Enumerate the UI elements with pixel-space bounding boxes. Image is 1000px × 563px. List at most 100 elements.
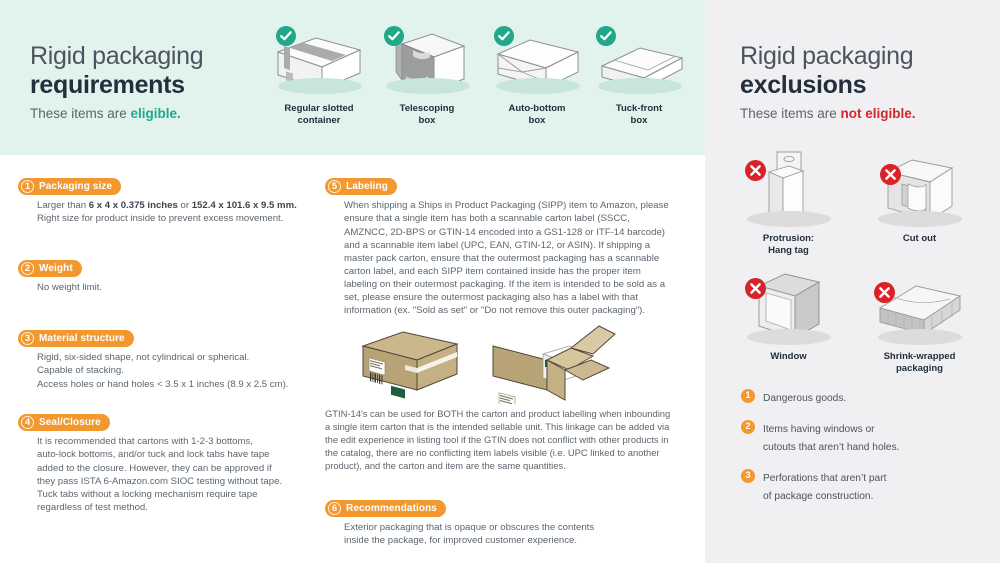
exclusions-subtitle: These items are not eligible. bbox=[740, 106, 980, 121]
requirement-item-6: 6 Recommendations Exterior packaging tha… bbox=[325, 498, 690, 548]
exclusion-shrink-wrapped-packaging: Shrink-wrapped packaging bbox=[854, 268, 985, 374]
check-circle-icon bbox=[494, 26, 514, 46]
requirement-item-1: 1 Packaging size Larger than 6 x 4 x 0.3… bbox=[18, 176, 323, 226]
requirement-body-1: Larger than 6 x 4 x 0.375 inches or 152.… bbox=[37, 200, 297, 225]
exclusions-subtitle-prefix: These items are bbox=[740, 105, 841, 121]
requirements-title-block: Rigid packaging requirements These items… bbox=[30, 42, 270, 121]
requirement-item-3: 3 Material structure Rigid, six-sided sh… bbox=[18, 328, 323, 391]
exclusion-window: Window bbox=[723, 268, 854, 363]
x-circle-icon bbox=[874, 282, 895, 303]
caption-line1: Regular slotted bbox=[284, 103, 354, 114]
requirement-item-5: 5 Labeling When shipping a Ships in Prod… bbox=[325, 176, 690, 318]
list-text: Items having windows or cutouts that are… bbox=[763, 424, 900, 453]
requirements-title-line2: requirements bbox=[30, 71, 185, 99]
list-text: Perforations that aren’t part of package… bbox=[763, 473, 886, 502]
window-illustration bbox=[723, 268, 854, 353]
shrink-wrapped-illustration bbox=[854, 268, 985, 353]
auto-bottom-box-illustration bbox=[482, 22, 592, 100]
list-line2: of package construction. bbox=[763, 491, 874, 502]
caption-line2: container bbox=[297, 114, 341, 126]
caption-line1: Cut out bbox=[902, 233, 937, 244]
badge-label: Weight bbox=[39, 263, 73, 275]
badge-label: Material structure bbox=[39, 333, 125, 345]
requirement-body-4: It is recommended that cartons with 1-2-… bbox=[37, 436, 283, 513]
list-number: 1 bbox=[741, 389, 755, 403]
tuck-front-box-illustration bbox=[584, 22, 694, 100]
requirement-badge-1: 1 Packaging size bbox=[18, 178, 122, 196]
badge-number: 4 bbox=[21, 416, 34, 430]
box-shadow-ellipse bbox=[878, 329, 962, 345]
requirements-title-line1: Rigid packaging bbox=[30, 42, 204, 70]
thumb-caption: Tuck-front box bbox=[584, 103, 694, 126]
requirements-panel: Rigid packaging requirements These items… bbox=[0, 0, 705, 548]
badge-number: 5 bbox=[328, 180, 341, 194]
exc-caption: Cut out bbox=[854, 233, 985, 245]
exc-caption: Shrink-wrapped packaging bbox=[854, 351, 985, 374]
exclusion-cut-out: Cut out bbox=[854, 150, 985, 245]
list-line2: cutouts that aren’t hand holes. bbox=[763, 442, 900, 453]
requirements-subtitle-prefix: These items are bbox=[30, 105, 131, 121]
requirement-badge-2: 2 Weight bbox=[18, 260, 82, 278]
telescoping-box-illustration bbox=[372, 22, 482, 100]
caption-line1: Protrusion: bbox=[762, 233, 815, 244]
list-line1: Items having windows or bbox=[763, 424, 875, 435]
list-number: 2 bbox=[741, 420, 755, 434]
exclusion-protrusion-hang-tag: Protrusion: Hang tag bbox=[723, 150, 854, 256]
caption-line1: Shrink-wrapped bbox=[883, 351, 956, 362]
thumb-caption: Auto-bottom box bbox=[482, 103, 592, 126]
window-svg bbox=[757, 273, 821, 339]
caption-line1: Telescoping bbox=[399, 103, 455, 114]
cut-out-svg bbox=[886, 159, 954, 221]
requirement-badge-6: 6 Recommendations bbox=[325, 500, 446, 518]
thumb-caption: Regular slotted container bbox=[264, 103, 374, 126]
requirement-badge-3: 3 Material structure bbox=[18, 330, 134, 348]
eligible-box-auto-bottom-box: Auto-bottom box bbox=[482, 22, 592, 126]
x-circle-icon bbox=[880, 164, 901, 185]
badge-number: 6 bbox=[328, 502, 341, 516]
protrusion-hang-tag-svg bbox=[767, 151, 805, 223]
box-shadow-ellipse bbox=[747, 329, 831, 345]
protrusion-hang-tag-illustration bbox=[723, 150, 854, 235]
exc-caption: Window bbox=[723, 351, 854, 363]
list-line1: Perforations that aren’t part bbox=[763, 473, 887, 484]
requirement-body-2: No weight limit. bbox=[37, 282, 103, 294]
requirement-body-5: When shipping a Ships in Product Packagi… bbox=[344, 200, 669, 317]
regular-slotted-container-svg bbox=[276, 37, 362, 90]
badge-number: 3 bbox=[21, 332, 34, 346]
box-shadow-ellipse bbox=[386, 78, 470, 94]
x-circle-icon bbox=[745, 278, 766, 299]
badge-label: Labeling bbox=[346, 181, 388, 193]
caption-line2: box bbox=[630, 114, 648, 126]
carton-art-svg bbox=[361, 325, 616, 404]
badge-label: Packaging size bbox=[39, 181, 113, 193]
box-shadow-ellipse bbox=[496, 78, 580, 94]
badge-label: Seal/Closure bbox=[39, 417, 101, 429]
requirement-item-4: 4 Seal/Closure It is recommended that ca… bbox=[18, 412, 323, 514]
carton-labeling-illustration: GTIN-14's can be used for BOTH the carto… bbox=[325, 318, 690, 472]
check-circle-icon bbox=[384, 26, 404, 46]
exclusions-subtitle-highlight: not eligible. bbox=[840, 105, 916, 121]
cut-out-illustration bbox=[854, 150, 985, 235]
list-number: 3 bbox=[741, 469, 755, 483]
exclusion-list-item-2: 2 Items having windows or cutouts that a… bbox=[741, 419, 989, 455]
box-shadow-ellipse bbox=[747, 211, 831, 227]
check-circle-icon bbox=[596, 26, 616, 46]
x-circle-icon bbox=[745, 160, 766, 181]
caption-line1: Tuck-front bbox=[615, 103, 663, 114]
badge-label: Recommendations bbox=[346, 503, 437, 515]
exc-caption: Protrusion: Hang tag bbox=[723, 233, 854, 256]
requirement-badge-4: 4 Seal/Closure bbox=[18, 414, 110, 432]
caption-line1: Window bbox=[770, 351, 807, 362]
requirement-body-3: Rigid, six-sided shape, not cylindrical … bbox=[37, 352, 289, 390]
caption-line2: box bbox=[418, 114, 436, 126]
badge-number: 2 bbox=[21, 262, 34, 276]
eligible-box-regular-slotted-container: Regular slotted container bbox=[264, 22, 374, 126]
caption-line2: Hang tag bbox=[768, 244, 809, 256]
exclusion-list: 1 Dangerous goods. 2 Items having window… bbox=[741, 388, 989, 517]
check-circle-icon bbox=[276, 26, 296, 46]
requirement-badge-5: 5 Labeling bbox=[325, 178, 397, 196]
exclusions-title-block: Rigid packaging exclusions These items a… bbox=[740, 42, 980, 121]
box-shadow-ellipse bbox=[878, 211, 962, 227]
eligible-box-tuck-front-box: Tuck-front box bbox=[584, 22, 694, 126]
